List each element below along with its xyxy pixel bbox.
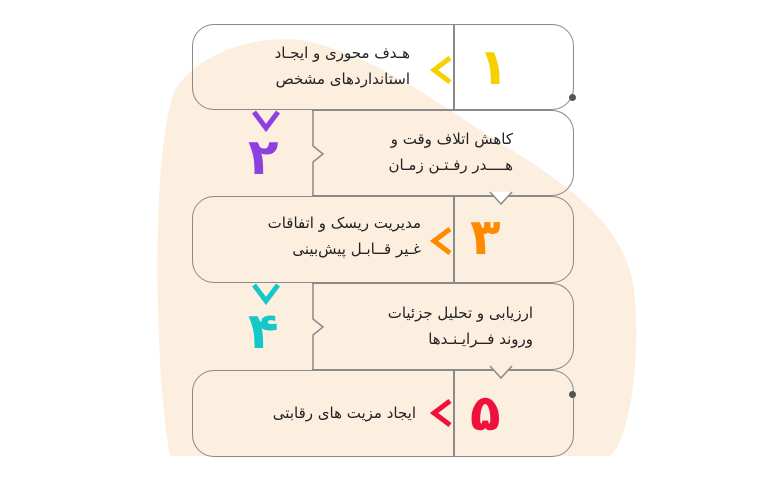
divider-notch bbox=[312, 110, 325, 196]
step-2-box bbox=[312, 110, 574, 196]
chevron-down-icon bbox=[252, 283, 280, 306]
step-5-text: ایجاد مزیت های رقابتی bbox=[272, 404, 416, 422]
step-5-box bbox=[192, 370, 574, 457]
divider bbox=[453, 24, 455, 110]
step-3-box bbox=[192, 196, 574, 283]
connector-dot bbox=[569, 391, 576, 398]
step-1-box bbox=[192, 24, 574, 110]
step-2-number: ۲ bbox=[248, 128, 279, 186]
step-4-box bbox=[312, 283, 574, 370]
divider-notch bbox=[312, 283, 325, 370]
step-1-number: ۱ bbox=[478, 38, 509, 96]
connector-dot bbox=[569, 94, 576, 101]
chevron-left-icon bbox=[429, 399, 452, 427]
chevron-down-icon bbox=[252, 110, 280, 133]
step-5-number: ۵ bbox=[470, 384, 501, 442]
pointer-down bbox=[489, 191, 513, 206]
step-3-number: ۳ bbox=[470, 208, 501, 266]
pointer-down bbox=[489, 365, 513, 380]
chevron-left-icon bbox=[429, 56, 452, 84]
divider bbox=[453, 370, 455, 457]
step-4-number: ۴ bbox=[248, 302, 279, 360]
divider bbox=[453, 196, 455, 283]
chevron-left-icon bbox=[429, 227, 452, 255]
